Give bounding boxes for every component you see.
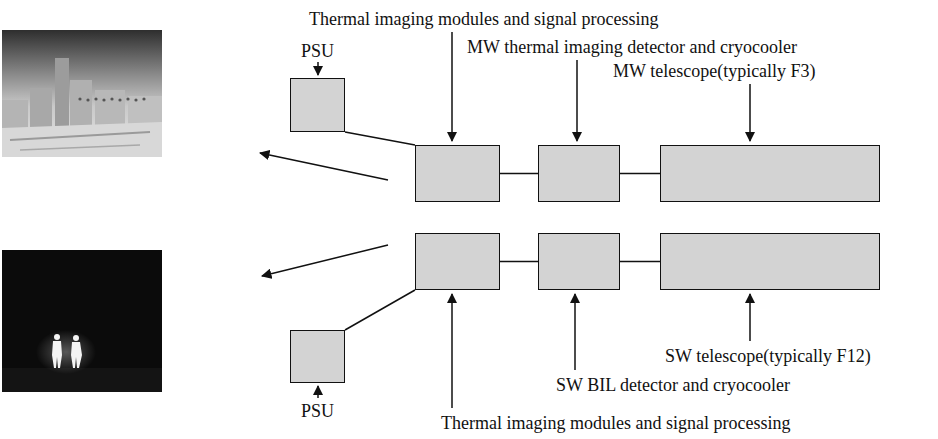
- component-box: Thermal imaging modules and signal proce…: [415, 233, 500, 290]
- component-box: MW thermal imaging detector and cryocool…: [538, 145, 620, 202]
- callout-label: PSU: [301, 401, 334, 421]
- connector-line: [500, 261, 538, 263]
- component-box: MW telescope(typically F3): [660, 145, 880, 202]
- mw-thermal-image: [2, 30, 162, 157]
- callout-label: SW BIL detector and cryocooler: [556, 375, 790, 395]
- connector-line: [345, 132, 415, 145]
- sw-image: [2, 250, 162, 392]
- component-box: SW telescope(typically F12): [660, 233, 880, 290]
- connector-line: [620, 173, 660, 175]
- component-box: PSU: [290, 330, 345, 383]
- callout-label: Thermal imaging modules and signal proce…: [441, 413, 790, 433]
- callout-label: MW telescope(typically F3): [613, 61, 816, 81]
- component-box: Thermal imaging modules and signal proce…: [415, 145, 500, 202]
- output-arrow: [260, 153, 388, 276]
- connector-line: [500, 173, 538, 175]
- connector-line: [345, 290, 415, 330]
- connector-line: [620, 261, 660, 263]
- callout-label: PSU: [301, 41, 334, 61]
- callout-label: Thermal imaging modules and signal proce…: [309, 9, 658, 29]
- callout-label: SW telescope(typically F12): [665, 346, 871, 366]
- callout-label: MW thermal imaging detector and cryocool…: [467, 37, 797, 57]
- component-box: SW BIL detector and cryocooler: [538, 233, 620, 290]
- component-box: PSU: [290, 78, 345, 132]
